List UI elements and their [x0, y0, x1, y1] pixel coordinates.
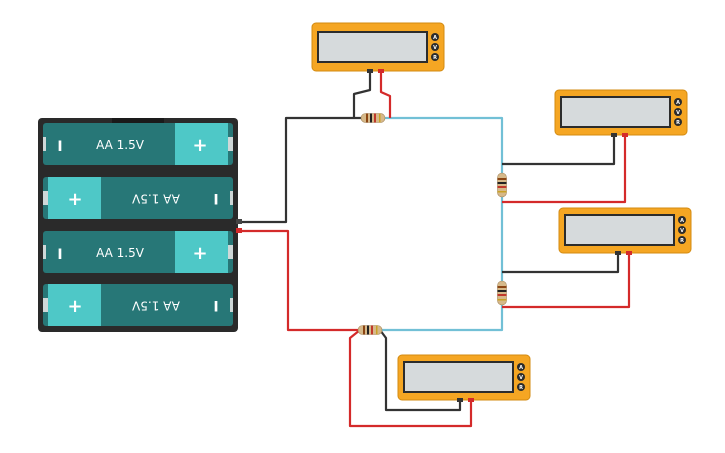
- battery-holder: [38, 118, 238, 332]
- resistor-bottom[interactable]: [357, 325, 383, 335]
- resistor-right-upper[interactable]: [497, 172, 507, 198]
- mode-letter: V: [519, 375, 523, 381]
- battery-cell-2[interactable]: + AA 1.5V I: [43, 177, 233, 219]
- mode-letter: A: [433, 35, 437, 41]
- plus-sign: +: [192, 135, 207, 156]
- wire-red-right2-meter[interactable]: [502, 252, 631, 309]
- multimeter-screen: [560, 96, 671, 128]
- multimeter-right-2[interactable]: A V R: [558, 207, 692, 255]
- probe-jack-black[interactable]: [367, 69, 373, 73]
- probe-jack-black[interactable]: [615, 251, 621, 255]
- probe-jack-red[interactable]: [626, 251, 632, 255]
- mode-buttons: A V R: [678, 216, 686, 244]
- wire-red-bottom-meter[interactable]: [348, 329, 473, 428]
- mode-buttons: A V R: [674, 98, 682, 126]
- battery-cell-1[interactable]: I AA 1.5V +: [43, 123, 233, 165]
- mode-letter: A: [676, 100, 680, 106]
- mode-button-volts[interactable]: [674, 108, 682, 116]
- plus-sign: +: [67, 296, 82, 317]
- mode-letter: A: [680, 218, 684, 224]
- multimeter-screen: [317, 31, 428, 63]
- cell-2-label: AA 1.5V: [131, 192, 180, 206]
- mode-button-volts[interactable]: [517, 373, 525, 381]
- minus-sign: I: [213, 190, 218, 206]
- mode-button-volts[interactable]: [431, 43, 439, 51]
- cell-4-label: AA 1.5V: [131, 299, 180, 313]
- wire-red-right1-meter[interactable]: [502, 134, 627, 204]
- mode-button-amps[interactable]: [674, 98, 682, 106]
- mode-button-amps[interactable]: [517, 363, 525, 371]
- minus-sign: I: [213, 297, 218, 313]
- multimeter-bottom[interactable]: A V R: [397, 354, 531, 402]
- mode-button-amps[interactable]: [431, 33, 439, 41]
- wire-black-right1-meter[interactable]: [502, 134, 616, 166]
- mode-button-ohms[interactable]: [674, 118, 682, 126]
- wire-red-main[interactable]: [240, 229, 360, 332]
- mode-letter: R: [680, 238, 684, 244]
- cell-3-label: AA 1.5V: [96, 246, 145, 260]
- mode-button-ohms[interactable]: [431, 53, 439, 61]
- wire-black-top-meter[interactable]: [352, 72, 372, 118]
- multimeter-screen: [403, 361, 514, 393]
- mode-letter: R: [519, 385, 523, 391]
- wire-black-bottom-meter[interactable]: [379, 329, 462, 412]
- plus-sign: +: [192, 243, 207, 264]
- wire-cyan-loop[interactable]: [380, 116, 504, 332]
- mode-letter: V: [676, 110, 680, 116]
- multimeter-top[interactable]: A V R: [311, 22, 445, 73]
- wires: [240, 72, 631, 428]
- probe-jack-black[interactable]: [611, 133, 617, 137]
- probe-jack-red[interactable]: [378, 69, 384, 73]
- minus-sign: I: [57, 247, 62, 263]
- mode-letter: R: [676, 120, 680, 126]
- resistor-right-lower[interactable]: [497, 280, 507, 306]
- wire-red-top-meter[interactable]: [379, 72, 392, 118]
- cell-1-label: AA 1.5V: [96, 138, 145, 152]
- battery-terminal-black[interactable]: [236, 219, 242, 224]
- wire-black-main[interactable]: [240, 116, 362, 224]
- probe-jack-black[interactable]: [457, 398, 463, 402]
- mode-letter: R: [433, 55, 437, 61]
- mode-letter: A: [519, 365, 523, 371]
- multimeter-screen: [564, 214, 675, 246]
- wire-black-right2-meter[interactable]: [502, 252, 620, 274]
- battery-cell-3[interactable]: I AA 1.5V +: [43, 231, 233, 273]
- minus-sign: I: [57, 139, 62, 155]
- mode-button-amps[interactable]: [678, 216, 686, 224]
- plus-sign: +: [67, 189, 82, 210]
- mode-button-ohms[interactable]: [517, 383, 525, 391]
- battery-terminal-red[interactable]: [236, 228, 242, 233]
- mode-buttons: A V R: [517, 363, 525, 391]
- probe-jack-red[interactable]: [468, 398, 474, 402]
- resistor-top[interactable]: [360, 113, 386, 123]
- probe-jack-red[interactable]: [622, 133, 628, 137]
- battery-cell-4[interactable]: + AA 1.5V I: [43, 284, 233, 326]
- mode-buttons: A V R: [431, 33, 439, 61]
- mode-letter: V: [680, 228, 684, 234]
- multimeter-right-1[interactable]: A V R: [554, 89, 688, 137]
- mode-button-ohms[interactable]: [678, 236, 686, 244]
- battery-pack[interactable]: I AA 1.5V + + AA 1.5V I I AA 1.5V +: [38, 118, 242, 332]
- mode-letter: V: [433, 45, 437, 51]
- mode-button-volts[interactable]: [678, 226, 686, 234]
